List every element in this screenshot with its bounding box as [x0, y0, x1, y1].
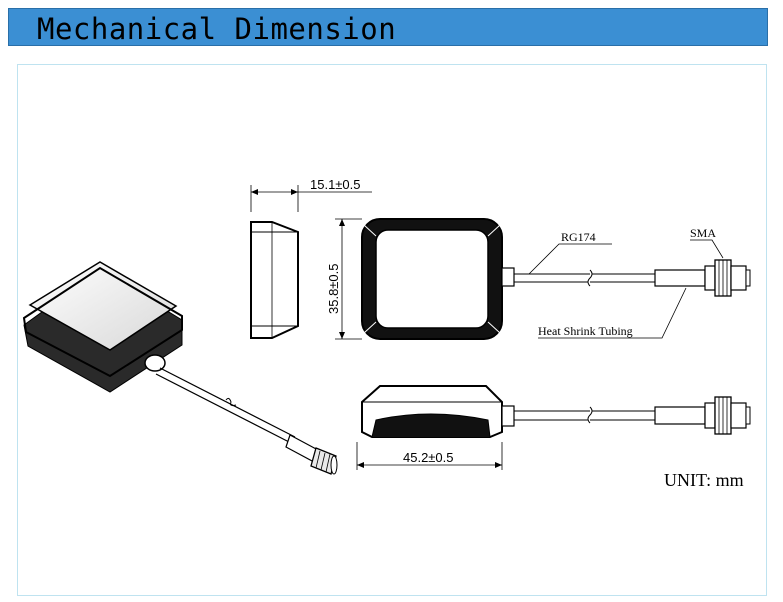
width-dimension-label: 15.1±0.5	[310, 177, 361, 192]
unit-label: UNIT: mm	[664, 470, 744, 490]
tubing-label: Heat Shrink Tubing	[538, 324, 633, 338]
height-dimension	[335, 218, 362, 340]
antenna-isometric-view	[22, 261, 338, 475]
callout-lines	[528, 239, 724, 339]
connector-label: SMA	[690, 226, 716, 240]
cable-label: RG174	[561, 230, 596, 244]
antenna-front-view	[361, 385, 751, 438]
antenna-top-view	[361, 218, 751, 340]
length-dimension-label: 45.2±0.5	[403, 450, 454, 465]
length-dimension	[356, 442, 503, 470]
antenna-side-view	[250, 221, 299, 339]
page-title: Mechanical Dimension	[37, 12, 397, 46]
width-dimension	[250, 185, 372, 212]
height-dimension-label: 35.8±0.5	[326, 263, 341, 314]
section-header: Mechanical Dimension	[8, 8, 768, 46]
drawing-panel	[17, 64, 767, 596]
